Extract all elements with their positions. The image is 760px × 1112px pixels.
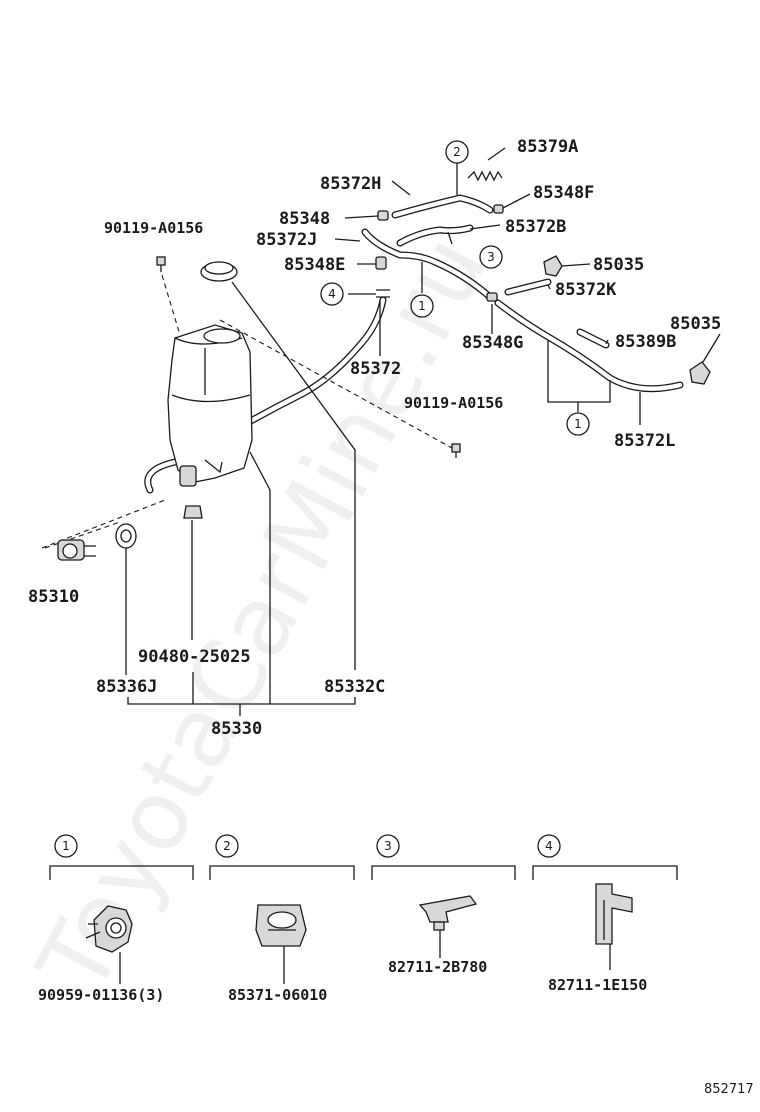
label-90959-01136: 90959-01136(3)	[38, 986, 164, 1004]
label-85336J: 85336J	[96, 677, 157, 697]
label-90480-25025: 90480-25025	[138, 647, 251, 667]
label-90119-A0156-top: 90119-A0156	[104, 219, 203, 237]
drain-plug-icon	[183, 505, 203, 519]
diagram-ref-number: 852717	[704, 1082, 754, 1097]
callout-1-upper-a: 1	[410, 294, 434, 318]
callout-1-upper-b: 1	[566, 412, 590, 436]
label-82711-2B780: 82711-2B780	[388, 958, 487, 976]
callout-2-upper: 2	[445, 140, 469, 164]
label-85035-top: 85035	[593, 255, 644, 275]
svg-text:3: 3	[487, 250, 495, 264]
clip-90959-icon	[85, 905, 133, 953]
label-85389B: 85389B	[615, 332, 676, 352]
washer-tank	[57, 324, 253, 561]
label-85372L: 85372L	[614, 431, 675, 451]
label-85348G: 85348G	[462, 333, 523, 353]
label-85348E: 85348E	[284, 255, 345, 275]
callouts-upper: 2 3 4 1 1	[320, 140, 590, 436]
clip-group-4: 4 82711-1E150	[532, 834, 678, 994]
label-85348: 85348	[279, 209, 330, 229]
grommet-icon	[115, 523, 137, 549]
part-labels: 85379A 85372H 85348F 85348 85372B 85372J…	[28, 137, 721, 739]
svg-text:3: 3	[384, 839, 392, 853]
label-85372B: 85372B	[505, 217, 566, 237]
clip-82711-1E150-icon	[595, 883, 633, 945]
label-90119-A0156-mid: 90119-A0156	[404, 394, 503, 412]
clip-group-3: 3 82711-2B780	[371, 834, 516, 976]
svg-text:1: 1	[62, 839, 70, 853]
connector-85348-icon	[377, 210, 389, 221]
clip-group-1: 1 90959-01136(3)	[38, 834, 194, 1004]
washer-pump-icon	[57, 539, 96, 561]
svg-text:4: 4	[328, 287, 336, 301]
clip-85371-icon	[255, 904, 307, 947]
connector-85348E-icon	[375, 256, 387, 270]
label-85035-right: 85035	[670, 314, 721, 334]
washer-nozzle-top-icon	[543, 255, 563, 277]
svg-text:1: 1	[418, 299, 426, 313]
label-85372J: 85372J	[256, 230, 317, 250]
connector-85348G-icon	[486, 292, 498, 302]
label-85310: 85310	[28, 587, 79, 607]
label-85332C: 85332C	[324, 677, 385, 697]
clip-82711-2B780-icon	[418, 895, 478, 931]
label-85372: 85372	[350, 359, 401, 379]
label-85371-06010: 85371-06010	[228, 986, 327, 1004]
label-82711-1E150: 82711-1E150	[548, 976, 647, 994]
leader-lines	[125, 147, 721, 716]
svg-text:4: 4	[545, 839, 553, 853]
label-85372K: 85372K	[555, 280, 617, 300]
svg-text:2: 2	[453, 145, 461, 159]
label-85330: 85330	[211, 719, 262, 739]
hose-route	[144, 170, 684, 494]
bolt-mid-icon	[451, 443, 461, 458]
connector-85348F-icon	[493, 204, 504, 214]
svg-text:1: 1	[574, 417, 582, 431]
svg-text:2: 2	[223, 839, 231, 853]
connectors	[156, 204, 711, 458]
washer-nozzle-right-icon	[689, 361, 711, 385]
clip-group-2: 2 85371-06010	[209, 834, 355, 1004]
label-85372H: 85372H	[320, 174, 381, 194]
clip-legend: 1 90959-01136(3) 2 85371-06010	[38, 834, 678, 1004]
watermark: ToyotaCarMine.ru	[16, 218, 509, 1012]
label-85379A: 85379A	[517, 137, 578, 157]
label-85348F: 85348F	[533, 183, 594, 203]
bolt-top-icon	[156, 256, 166, 272]
callout-4-upper: 4	[320, 282, 344, 306]
callout-3-upper: 3	[479, 245, 503, 269]
